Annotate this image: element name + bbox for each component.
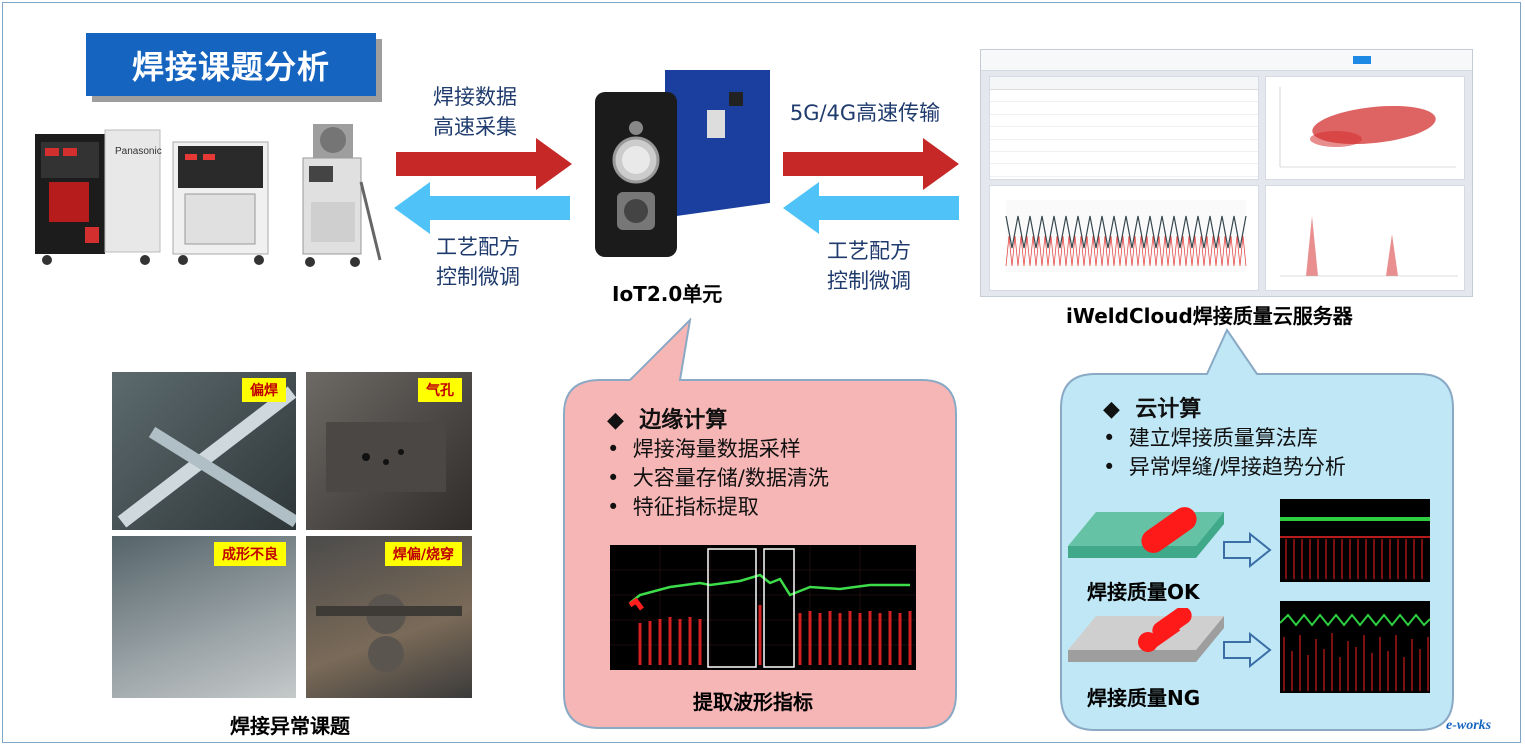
recipe-control-label-right: 工艺配方 控制微调 xyxy=(827,239,911,293)
defect-photo-burn-through: 焊偏/烧穿 xyxy=(306,536,472,698)
dashboard-scatter-panel xyxy=(1265,76,1465,180)
dashboard-histogram-panel xyxy=(1265,185,1465,291)
edge-caption: 提取波形指标 xyxy=(693,690,813,714)
defects-caption: 焊接异常课题 xyxy=(230,714,350,738)
defect-tag: 偏焊 xyxy=(242,378,286,402)
ok-label: 焊接质量OK xyxy=(1087,580,1200,604)
dashboard-waveform-panel xyxy=(989,185,1259,291)
cloud-computing-title: ◆ 云计算 xyxy=(1103,397,1202,422)
data-collection-label: 焊接数据 高速采集 xyxy=(433,85,517,139)
defect-tag: 气孔 xyxy=(418,378,462,402)
defect-photo-poor-forming: 成形不良 xyxy=(112,536,296,698)
cloud-computing-text: ◆ 云计算 • 建立焊接质量算法库 • 异常焊缝/焊接趋势分析 xyxy=(1103,395,1346,482)
ng-waveform-image xyxy=(1280,601,1430,693)
red-arrow-right-icon xyxy=(396,138,572,190)
defect-tag: 成形不良 xyxy=(214,542,286,566)
edge-item: • 焊接海量数据采样 xyxy=(607,437,801,461)
edge-computing-title: ◆ 边缘计算 xyxy=(607,408,728,433)
ng-label: 焊接质量NG xyxy=(1087,686,1201,710)
transmission-label: 5G/4G高速传输 xyxy=(789,101,941,125)
edge-item: • 大容量存储/数据清洗 xyxy=(607,466,829,490)
edge-waveform-image xyxy=(610,545,916,670)
welder-brand: Panasonic xyxy=(115,146,162,157)
ok-waveform-image xyxy=(1280,499,1430,582)
red-arrow-right-icon-2 xyxy=(783,138,959,190)
cloud-item: • 建立焊接质量算法库 xyxy=(1103,426,1318,450)
iot-unit-image xyxy=(577,52,777,268)
arrow-right-ng-icon xyxy=(1223,632,1272,668)
welding-machines: Panasonic xyxy=(35,122,390,270)
weld-ok-illustration xyxy=(1068,507,1224,558)
cloud-dashboard-screenshot xyxy=(980,49,1473,297)
edge-computing-text: ◆ 边缘计算 • 焊接海量数据采样 • 大容量存储/数据清洗 • 特征指标提取 xyxy=(607,406,829,522)
watermark: e-works xyxy=(1446,718,1492,733)
dashboard-header xyxy=(981,50,1472,71)
blue-arrow-left-icon xyxy=(394,182,570,234)
cloud-server-label: iWeldCloud焊接质量云服务器 xyxy=(1066,304,1353,328)
weld-ng-illustration xyxy=(1068,608,1224,662)
edge-item: • 特征指标提取 xyxy=(607,495,759,519)
dashboard-query-button-icon xyxy=(1353,56,1371,64)
dashboard-table-panel xyxy=(989,76,1259,190)
defect-photo-offset-weld: 偏焊 xyxy=(112,372,296,530)
defect-photo-porosity: 气孔 xyxy=(306,372,472,530)
welding-machines-illustration: Panasonic xyxy=(35,124,382,267)
recipe-control-label-left: 工艺配方 控制微调 xyxy=(436,235,520,289)
cloud-item: • 异常焊缝/焊接趋势分析 xyxy=(1103,455,1346,479)
blue-arrow-left-icon-2 xyxy=(783,182,959,234)
defect-tag: 焊偏/烧穿 xyxy=(384,542,462,566)
arrow-right-ok-icon xyxy=(1223,532,1272,568)
iot-label: IoT2.0单元 xyxy=(612,282,723,306)
page-title: 焊接课题分析 xyxy=(86,33,376,96)
